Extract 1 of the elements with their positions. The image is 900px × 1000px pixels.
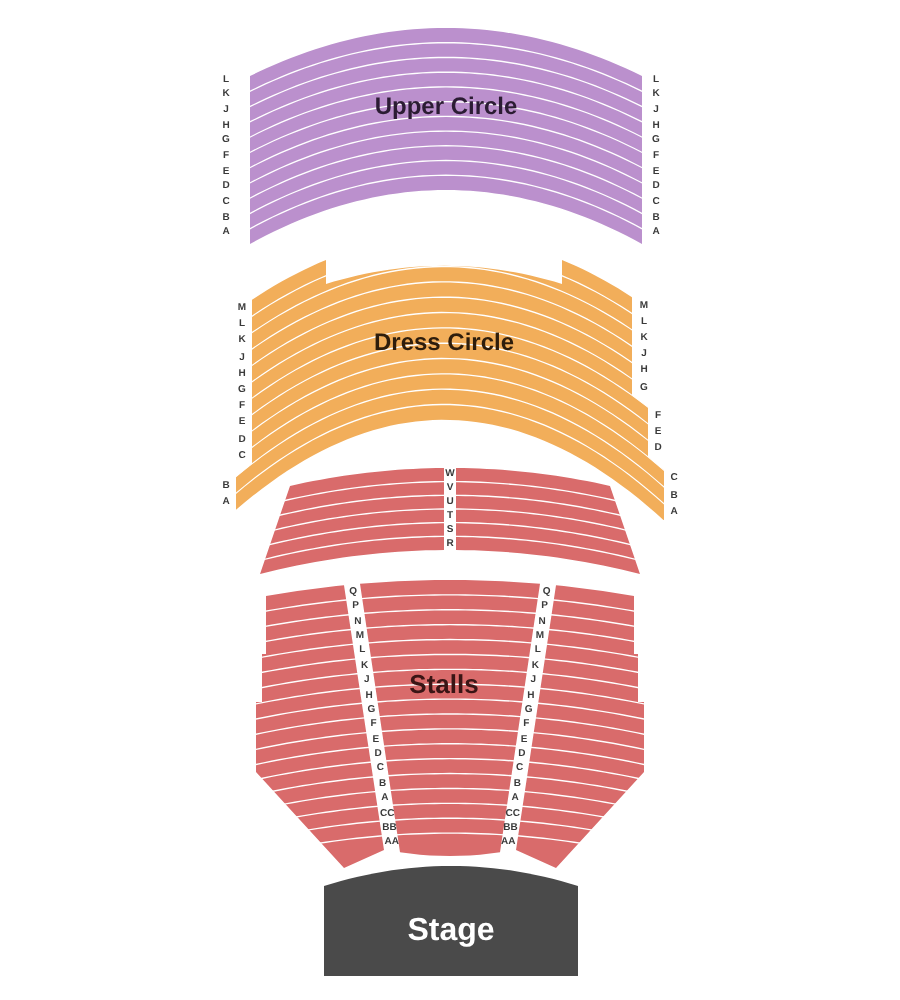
stage-label: Stage — [407, 913, 495, 951]
